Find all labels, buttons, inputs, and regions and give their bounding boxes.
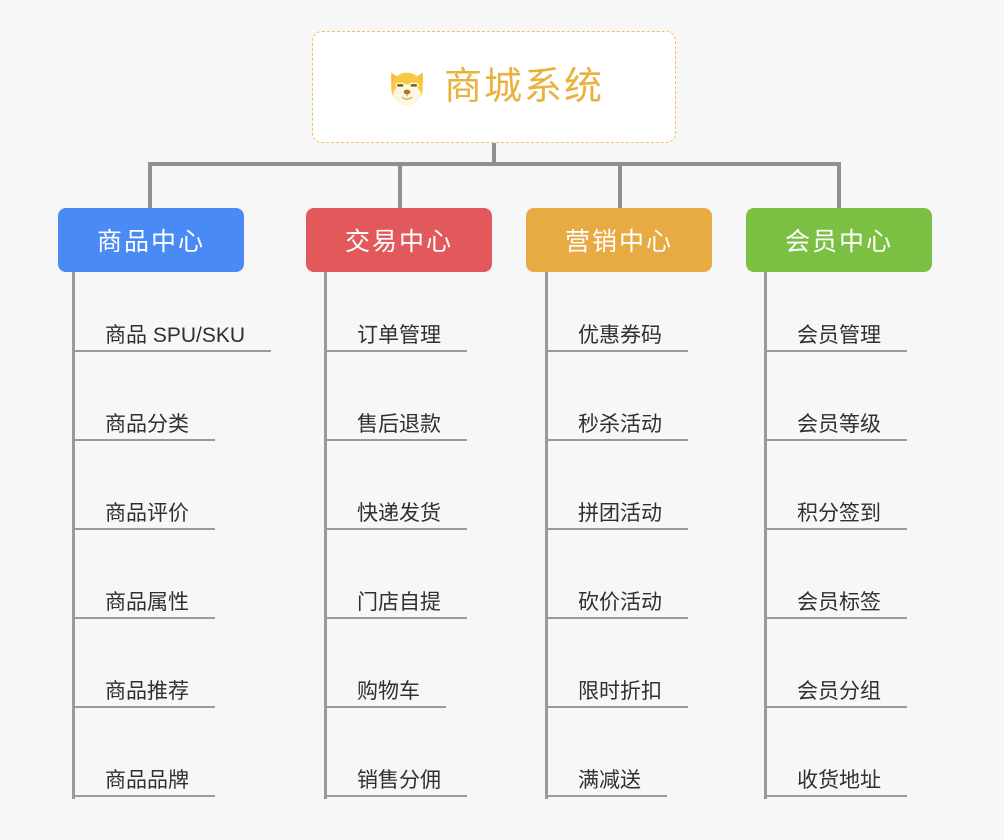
category-header-label: 营销中心: [564, 228, 673, 256]
leaf-item-label: 商品品牌: [105, 769, 189, 792]
dog-face-icon: [391, 72, 423, 106]
root-node[interactable]: 商城系统: [312, 31, 676, 143]
leaf-item-label: 商品推荐: [105, 680, 189, 703]
leaf-item-label: 收货地址: [797, 769, 881, 792]
leaf-item-underline: [764, 795, 907, 797]
category-header-label: 商品中心: [96, 228, 205, 256]
leaf-item-underline: [764, 439, 907, 441]
leaf-item-underline: [545, 795, 667, 797]
leaf-item-label: 会员管理: [797, 324, 881, 347]
leaf-item-underline: [72, 617, 215, 619]
category-header-marketing-center[interactable]: 营销中心: [526, 208, 712, 272]
leaf-item-label: 售后退款: [357, 413, 441, 436]
branch-trunk-member-center: [764, 272, 767, 799]
leaf-item-label: 销售分佣: [357, 769, 441, 792]
leaf-item-underline: [72, 795, 215, 797]
leaf-item-label: 商品属性: [105, 591, 189, 614]
leaf-item-label: 砍价活动: [578, 591, 662, 614]
bus-line: [148, 162, 841, 166]
leaf-item-underline: [324, 439, 467, 441]
leaf-item-underline: [72, 706, 215, 708]
leaf-item-underline: [764, 617, 907, 619]
leaf-item-label: 会员标签: [797, 591, 881, 614]
leaf-item-underline: [324, 795, 467, 797]
leaf-item-label: 秒杀活动: [578, 413, 662, 436]
leaf-item-underline: [72, 528, 215, 530]
leaf-item-label: 满减送: [578, 769, 641, 792]
category-header-product-center[interactable]: 商品中心: [58, 208, 244, 272]
leaf-item-underline: [764, 706, 907, 708]
branch-trunk-product-center: [72, 272, 75, 799]
branch-drop-line-member-center: [837, 162, 841, 212]
leaf-item-label: 订单管理: [357, 324, 441, 347]
leaf-item-label: 积分签到: [797, 502, 881, 525]
branch-drop-line-trade-center: [398, 162, 402, 212]
branch-trunk-marketing-center: [545, 272, 548, 799]
leaf-item-underline: [324, 617, 467, 619]
root-stem-line: [492, 143, 496, 166]
category-header-trade-center[interactable]: 交易中心: [306, 208, 492, 272]
leaf-item-underline: [72, 439, 215, 441]
branch-drop-line-marketing-center: [618, 162, 622, 212]
leaf-item-label: 门店自提: [357, 591, 441, 614]
leaf-item-underline: [545, 706, 688, 708]
branch-trunk-trade-center: [324, 272, 327, 799]
leaf-item-underline: [324, 706, 446, 708]
leaf-item-underline: [324, 350, 467, 352]
leaf-item-underline: [545, 439, 688, 441]
root-title: 商城系统: [443, 66, 604, 108]
category-header-label: 会员中心: [784, 228, 893, 256]
leaf-item-label: 优惠券码: [578, 324, 662, 347]
leaf-item-underline: [764, 528, 907, 530]
category-header-member-center[interactable]: 会员中心: [746, 208, 932, 272]
leaf-item-label: 商品分类: [105, 413, 189, 436]
category-header-label: 交易中心: [344, 228, 453, 256]
leaf-item-label: 会员分组: [797, 680, 881, 703]
leaf-item-label: 商品 SPU/SKU: [105, 324, 246, 347]
leaf-item-underline: [72, 350, 271, 352]
leaf-item-label: 购物车: [357, 680, 420, 703]
leaf-item-underline: [545, 617, 688, 619]
leaf-item-underline: [324, 528, 467, 530]
leaf-item-underline: [545, 350, 688, 352]
leaf-item-underline: [764, 350, 907, 352]
leaf-item-label: 限时折扣: [578, 680, 662, 703]
branch-drop-line-product-center: [148, 162, 152, 212]
leaf-item-label: 快递发货: [357, 502, 441, 525]
leaf-item-label: 会员等级: [797, 413, 881, 436]
leaf-item-underline: [545, 528, 688, 530]
leaf-item-label: 商品评价: [105, 502, 189, 525]
leaf-item-label: 拼团活动: [578, 502, 662, 525]
